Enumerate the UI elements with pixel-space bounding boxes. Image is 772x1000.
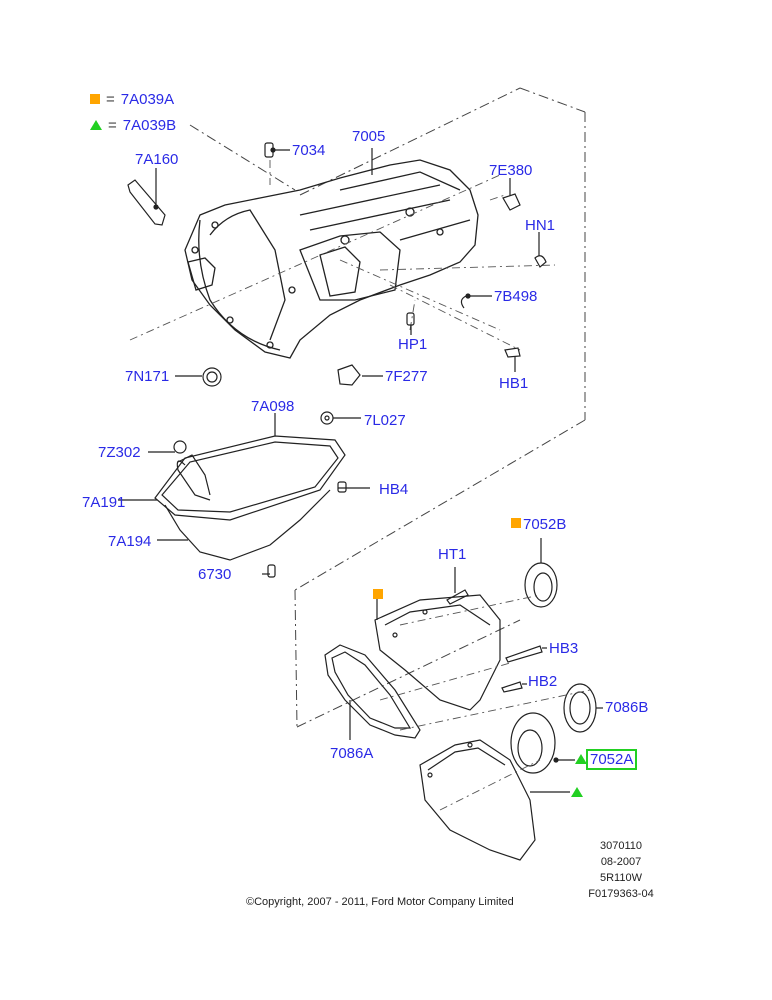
tube-7A160	[127, 179, 166, 226]
oil-pan-7A194	[154, 435, 346, 561]
extension-housing	[374, 594, 501, 711]
ref-figure-id: F0179363-04	[588, 888, 654, 900]
callout-7Z302[interactable]: 7Z302	[98, 444, 141, 461]
callout-HB3[interactable]: HB3	[549, 640, 579, 657]
callout-7A098[interactable]: 7A098	[251, 398, 295, 415]
legend-row-green: = 7A039B	[90, 116, 176, 134]
callout-7086A[interactable]: 7086A	[330, 745, 374, 762]
diagram-reference-codes: 3070110 08-2007 5R110W F0179363-04	[580, 838, 662, 902]
orange-square-marker-icon	[373, 589, 383, 599]
transmission-case-7005	[184, 159, 479, 359]
callout-7A194[interactable]: 7A194	[108, 533, 152, 550]
ref-model: 5R110W	[600, 872, 642, 884]
callout-HB1[interactable]: HB1	[499, 375, 529, 392]
callout-HB4[interactable]: HB4	[379, 481, 409, 498]
gasket-7086A	[324, 644, 421, 739]
callout-7A160[interactable]: 7A160	[135, 151, 179, 168]
legend-row-orange: = 7A039A	[90, 90, 174, 108]
green-triangle-marker-icon	[575, 754, 587, 764]
callout-HN1[interactable]: HN1	[525, 217, 556, 234]
callout-7052A-highlighted[interactable]: 7052A	[585, 749, 638, 770]
ref-date: 08-2007	[600, 856, 642, 868]
green-triangle-icon	[90, 120, 102, 130]
callout-7E380[interactable]: 7E380	[489, 162, 533, 179]
legend-equals: =	[108, 116, 117, 134]
callout-7052B[interactable]: 7052B	[523, 516, 567, 533]
callout-7034[interactable]: 7034	[292, 142, 326, 159]
legend-code-7A039A[interactable]: 7A039A	[120, 90, 175, 108]
adapter-housing	[419, 739, 536, 861]
callout-7005[interactable]: 7005	[352, 128, 386, 145]
callout-7B498[interactable]: 7B498	[494, 288, 538, 305]
legend-equals: =	[106, 90, 115, 108]
callout-HT1[interactable]: HT1	[438, 546, 467, 563]
callout-7A191[interactable]: 7A191	[82, 494, 126, 511]
legend-code-7A039B[interactable]: 7A039B	[122, 116, 177, 134]
callout-HP1[interactable]: HP1	[398, 336, 428, 353]
callout-7N171[interactable]: 7N171	[125, 368, 170, 385]
callout-7086B[interactable]: 7086B	[605, 699, 649, 716]
callout-HB2[interactable]: HB2	[528, 673, 558, 690]
ref-code: 3070110	[599, 840, 642, 852]
callout-6730[interactable]: 6730	[198, 566, 232, 583]
orange-square-marker-icon	[511, 518, 521, 528]
orange-square-icon	[90, 94, 100, 104]
assembly-boundary	[189, 87, 586, 728]
callout-7F277[interactable]: 7F277	[385, 368, 428, 385]
callout-7L027[interactable]: 7L027	[364, 412, 406, 429]
green-triangle-marker-icon	[571, 787, 583, 797]
copyright-notice: ©Copyright, 2007 - 2011, Ford Motor Comp…	[246, 896, 514, 908]
